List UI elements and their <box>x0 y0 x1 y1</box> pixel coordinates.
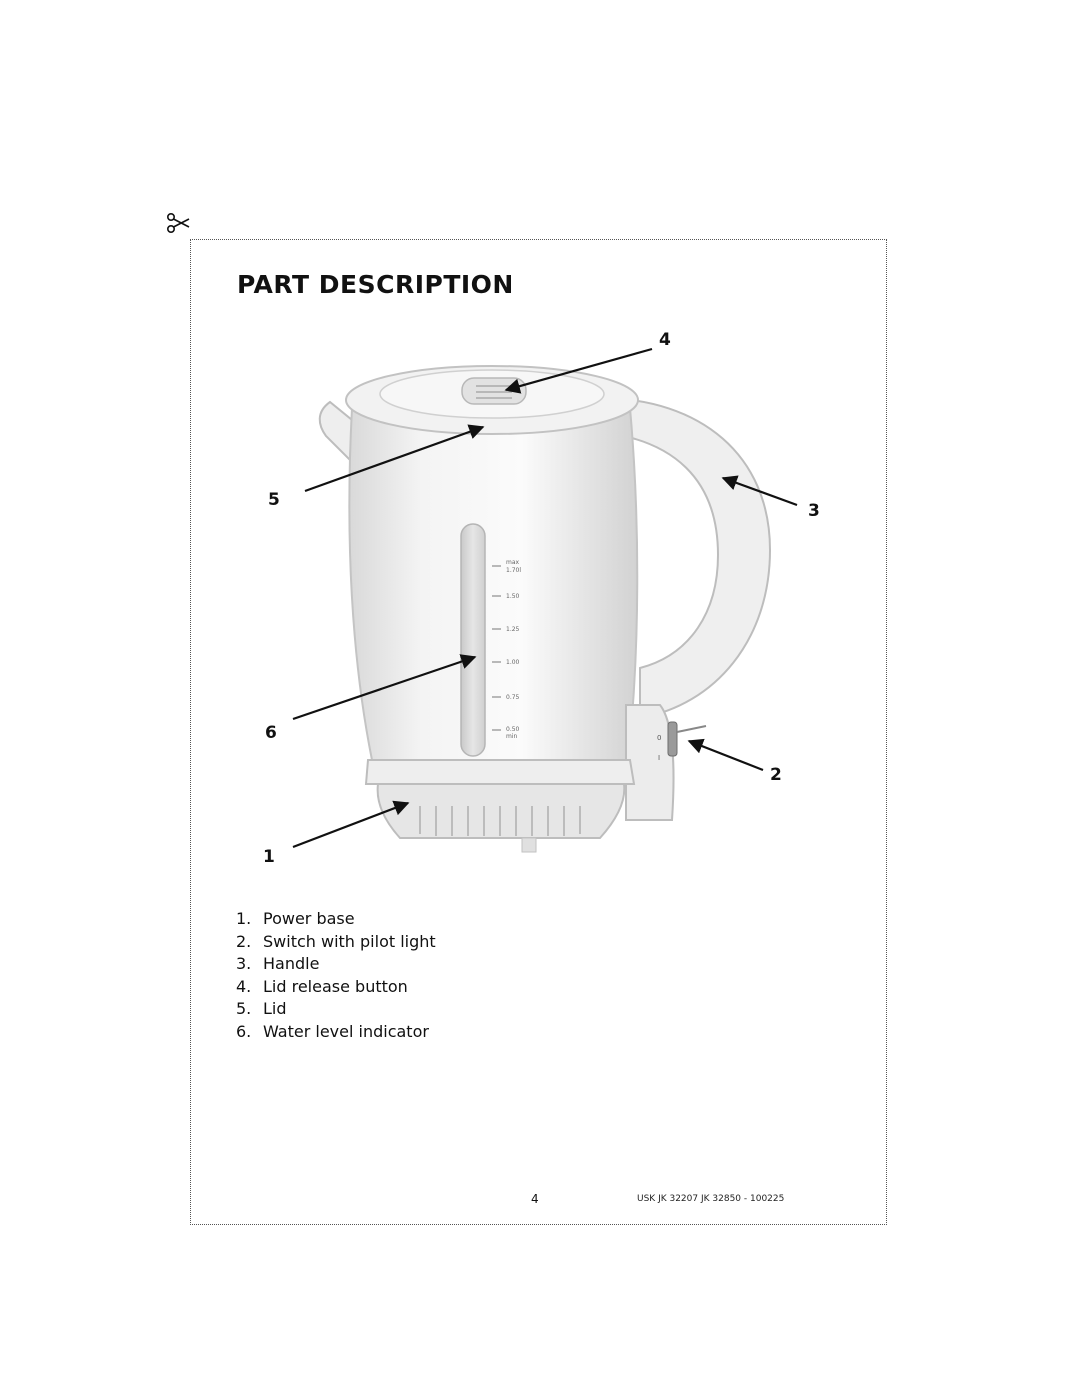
parts-list-item: 4.Lid release button <box>236 976 408 996</box>
parts-list: 1.Power base 2.Switch with pilot light 3… <box>236 908 436 1044</box>
scale-label: 0.50 <box>506 726 520 733</box>
document-code: USK JK 32207 JK 32850 - 100225 <box>637 1194 785 1204</box>
callout-number: 1 <box>263 847 275 867</box>
callout-arrows <box>292 347 798 849</box>
arrow-lid-release-button <box>504 347 653 394</box>
kettle-body <box>348 407 639 761</box>
scale-label: min <box>506 733 518 740</box>
arrow-power-base <box>292 800 410 849</box>
parts-list-item: 1.Power base <box>236 909 355 928</box>
callout-number: 2 <box>770 765 782 785</box>
lid-release-button <box>461 377 527 405</box>
callout-number: 6 <box>265 723 277 743</box>
scissors-icon <box>166 212 190 234</box>
part-label: Handle <box>263 954 320 974</box>
callout-number: 3 <box>808 501 820 521</box>
power-base <box>364 759 636 853</box>
scale-label: 1.50 <box>506 593 520 600</box>
kettle-lid <box>345 365 639 435</box>
scale-label: 1.00 <box>506 659 520 666</box>
switch-mark: 0 <box>657 734 661 742</box>
part-label: Lid release button <box>263 976 408 996</box>
callout-number: 4 <box>659 330 671 350</box>
part-label: Water level indicator <box>263 1021 429 1041</box>
arrow-handle <box>721 475 798 507</box>
scale-label: 0.75 <box>506 694 520 701</box>
parts-list-item: 6.Water level indicator <box>236 1021 429 1041</box>
kettle-spout <box>318 400 354 463</box>
arrow-switch <box>687 738 764 772</box>
page-number: 4 <box>531 1192 539 1206</box>
part-label: Switch with pilot light <box>263 931 436 951</box>
part-label: Power base <box>263 909 355 928</box>
power-switch <box>667 721 678 757</box>
water-level-scale: max 1.70l 1.50 1.25 1.00 0.75 0.50 min <box>492 559 521 740</box>
arrow-water-level-indicator <box>292 654 477 721</box>
scale-label: max <box>506 559 520 566</box>
callout-number: 5 <box>268 490 280 510</box>
cut-out-frame <box>190 239 887 1225</box>
parts-list-item: 5.Lid <box>236 999 287 1019</box>
scale-label: 1.25 <box>506 626 520 633</box>
part-label: Lid <box>263 999 287 1019</box>
scale-label: 1.70l <box>506 567 521 574</box>
arrow-lid <box>304 424 485 493</box>
parts-list-item: 3.Handle <box>236 954 320 974</box>
water-level-window <box>460 523 486 757</box>
switch-housing: 0 I <box>625 704 707 821</box>
page-title: PART DESCRIPTION <box>237 270 514 299</box>
switch-mark: I <box>658 754 660 762</box>
parts-list-item: 2.Switch with pilot light <box>236 931 436 951</box>
